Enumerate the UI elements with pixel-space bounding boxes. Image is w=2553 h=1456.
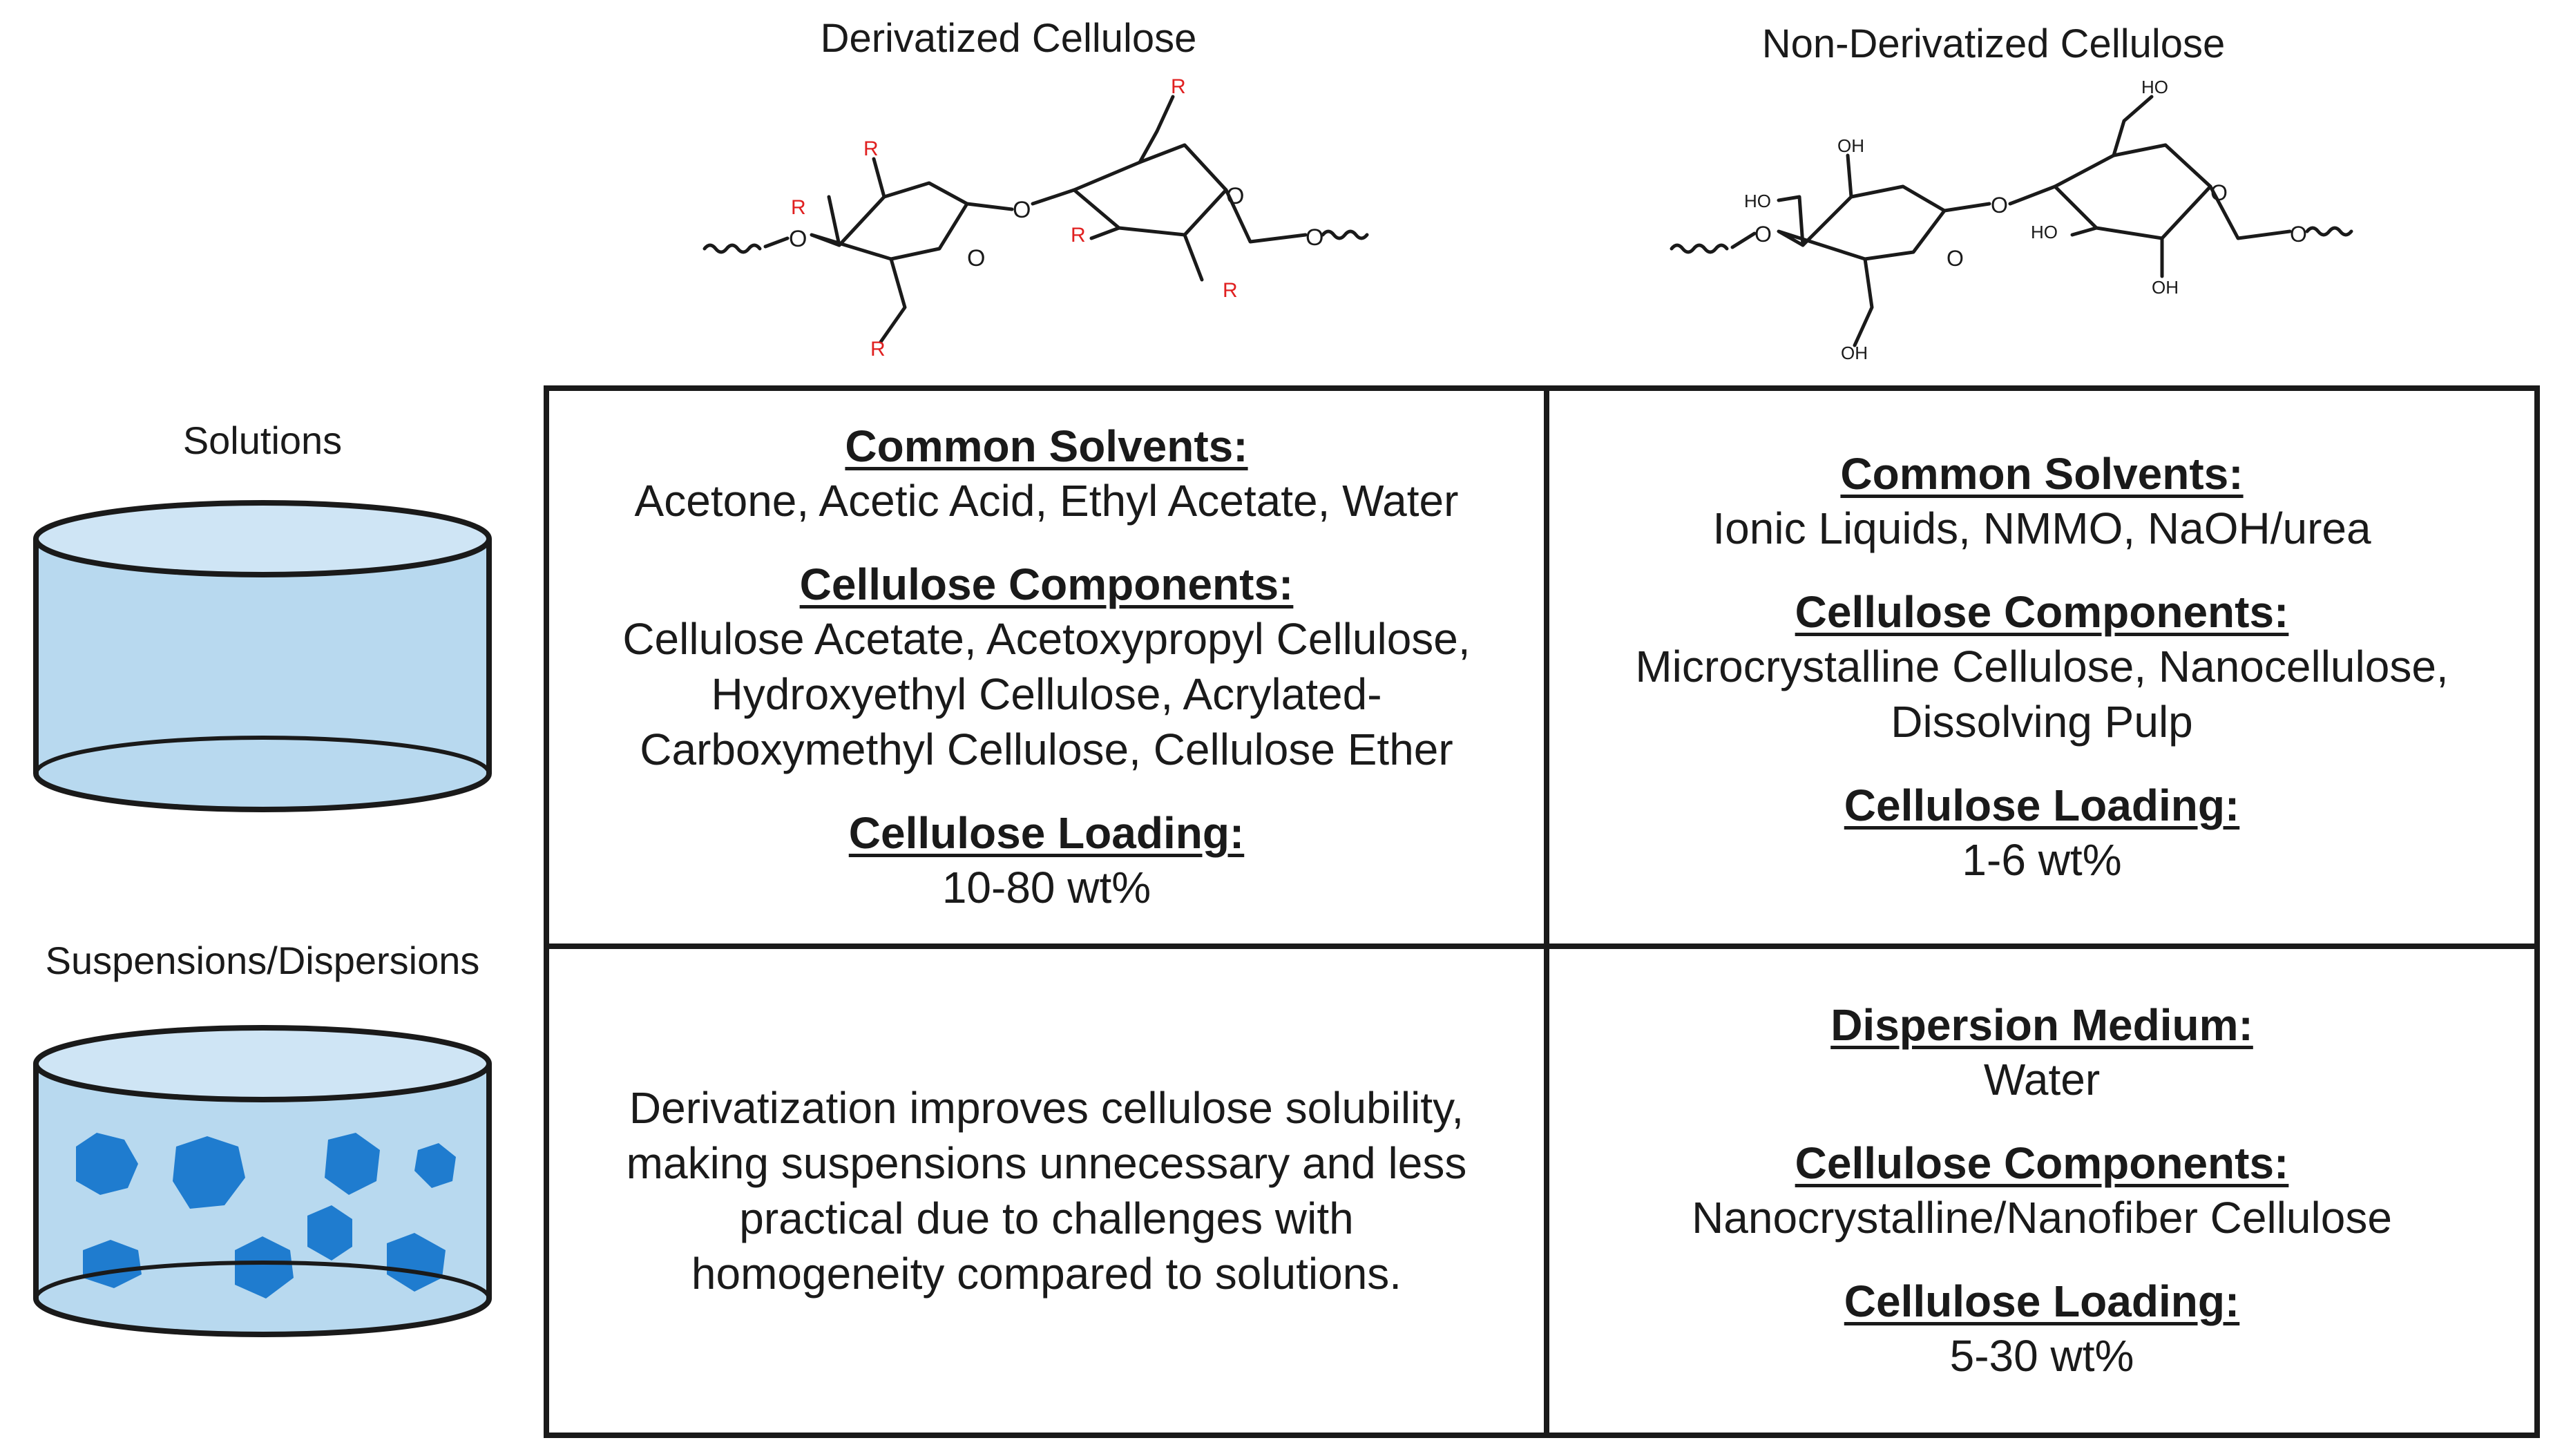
solvents-text: Acetone, Acetic Acid, Ethyl Acetate, Wat…	[634, 476, 1459, 526]
r-group-label: R	[863, 137, 879, 160]
column-title-non-derivatized: Non-Derivatized Cellulose	[1761, 21, 2226, 66]
r-group-label: R	[791, 196, 806, 219]
oxygen-label: O	[1306, 224, 1323, 251]
particle	[76, 1133, 138, 1195]
table-divider-vertical	[1544, 391, 1549, 1433]
heading-cellulose-loading: Cellulose Loading:	[848, 808, 1245, 858]
cell-derivatized-solutions: Common Solvents: Acetone, Acetic Acid, E…	[549, 391, 1544, 943]
comparison-table: Common Solvents: Acetone, Acetic Acid, E…	[544, 385, 2540, 1438]
components-text: Microcrystalline Cellulose, Nanocellulos…	[1635, 642, 2449, 747]
particle	[387, 1233, 446, 1292]
r-group-label: R	[870, 338, 886, 361]
heading-common-solvents: Common Solvents:	[845, 421, 1248, 471]
particle	[173, 1136, 245, 1209]
loading-text: 1-6 wt%	[1962, 835, 2122, 885]
oxygen-label: O	[1947, 246, 1964, 271]
solvents-text: Ionic Liquids, NMMO, NaOH/urea	[1712, 504, 2371, 553]
oxygen-label: O	[789, 226, 807, 252]
heading-cellulose-components: Cellulose Components:	[1795, 587, 2289, 637]
row-label-suspensions: Suspensions/Dispersions	[45, 939, 480, 982]
solution-beaker-icon	[33, 500, 492, 812]
heading-cellulose-components: Cellulose Components:	[799, 559, 1294, 609]
row-label-solutions: Solutions	[182, 419, 343, 462]
components-text: Nanocrystalline/Nanofiber Cellulose	[1692, 1193, 2392, 1243]
oxygen-label: O	[967, 245, 985, 271]
oxygen-label: O	[1754, 222, 1772, 247]
oxygen-label: O	[1991, 193, 2008, 218]
heading-common-solvents: Common Solvents:	[1840, 449, 2244, 499]
cell-non-derivatized-suspensions: Dispersion Medium: Water Cellulose Compo…	[1549, 949, 2534, 1433]
hydroxyl-label: HO	[2141, 77, 2168, 97]
particle	[307, 1205, 352, 1261]
loading-text: 5-30 wt%	[1949, 1331, 2134, 1381]
hydroxyl-label: OH	[1837, 135, 1864, 156]
hydroxyl-label: HO	[2031, 222, 2058, 242]
non-derivatized-cellulose-structure: O O O O O OH HO OH HO HO OH	[1670, 77, 2353, 363]
cell-derivatized-suspensions: Derivatization improves cellulose solubi…	[549, 949, 1544, 1433]
column-title-derivatized: Derivatized Cellulose	[820, 16, 1197, 61]
loading-text: 10-80 wt%	[941, 863, 1151, 912]
heading-cellulose-loading: Cellulose Loading:	[1844, 1276, 2240, 1326]
heading-cellulose-loading: Cellulose Loading:	[1844, 780, 2240, 830]
r-group-label: R	[1171, 75, 1186, 98]
hydroxyl-label: HO	[1744, 191, 1771, 211]
derivatized-cellulose-structure: O O O O O R R R R R R	[702, 75, 1369, 361]
medium-text: Water	[1983, 1055, 2101, 1104]
components-text: Cellulose Acetate, Acetoxypropyl Cellulo…	[622, 614, 1471, 774]
oxygen-label: O	[2290, 222, 2307, 247]
particle	[83, 1240, 142, 1288]
r-group-label: R	[1223, 279, 1238, 302]
r-group-label: R	[1071, 224, 1086, 247]
particle	[235, 1236, 294, 1299]
particle	[325, 1133, 380, 1195]
hydroxyl-label: OH	[1841, 343, 1868, 363]
cell-non-derivatized-solutions: Common Solvents: Ionic Liquids, NMMO, Na…	[1549, 391, 2534, 943]
suspension-beaker-icon	[33, 1025, 492, 1337]
oxygen-label: O	[1013, 197, 1031, 223]
particle	[414, 1143, 456, 1188]
table-divider-horizontal	[549, 943, 2534, 949]
heading-cellulose-components: Cellulose Components:	[1795, 1138, 2289, 1188]
heading-dispersion-medium: Dispersion Medium:	[1830, 1000, 2253, 1050]
oxygen-label: O	[1226, 183, 1244, 209]
derivatization-note: Derivatization improves cellulose solubi…	[626, 1083, 1467, 1299]
hydroxyl-label: OH	[2152, 277, 2179, 298]
oxygen-label: O	[2210, 180, 2228, 205]
